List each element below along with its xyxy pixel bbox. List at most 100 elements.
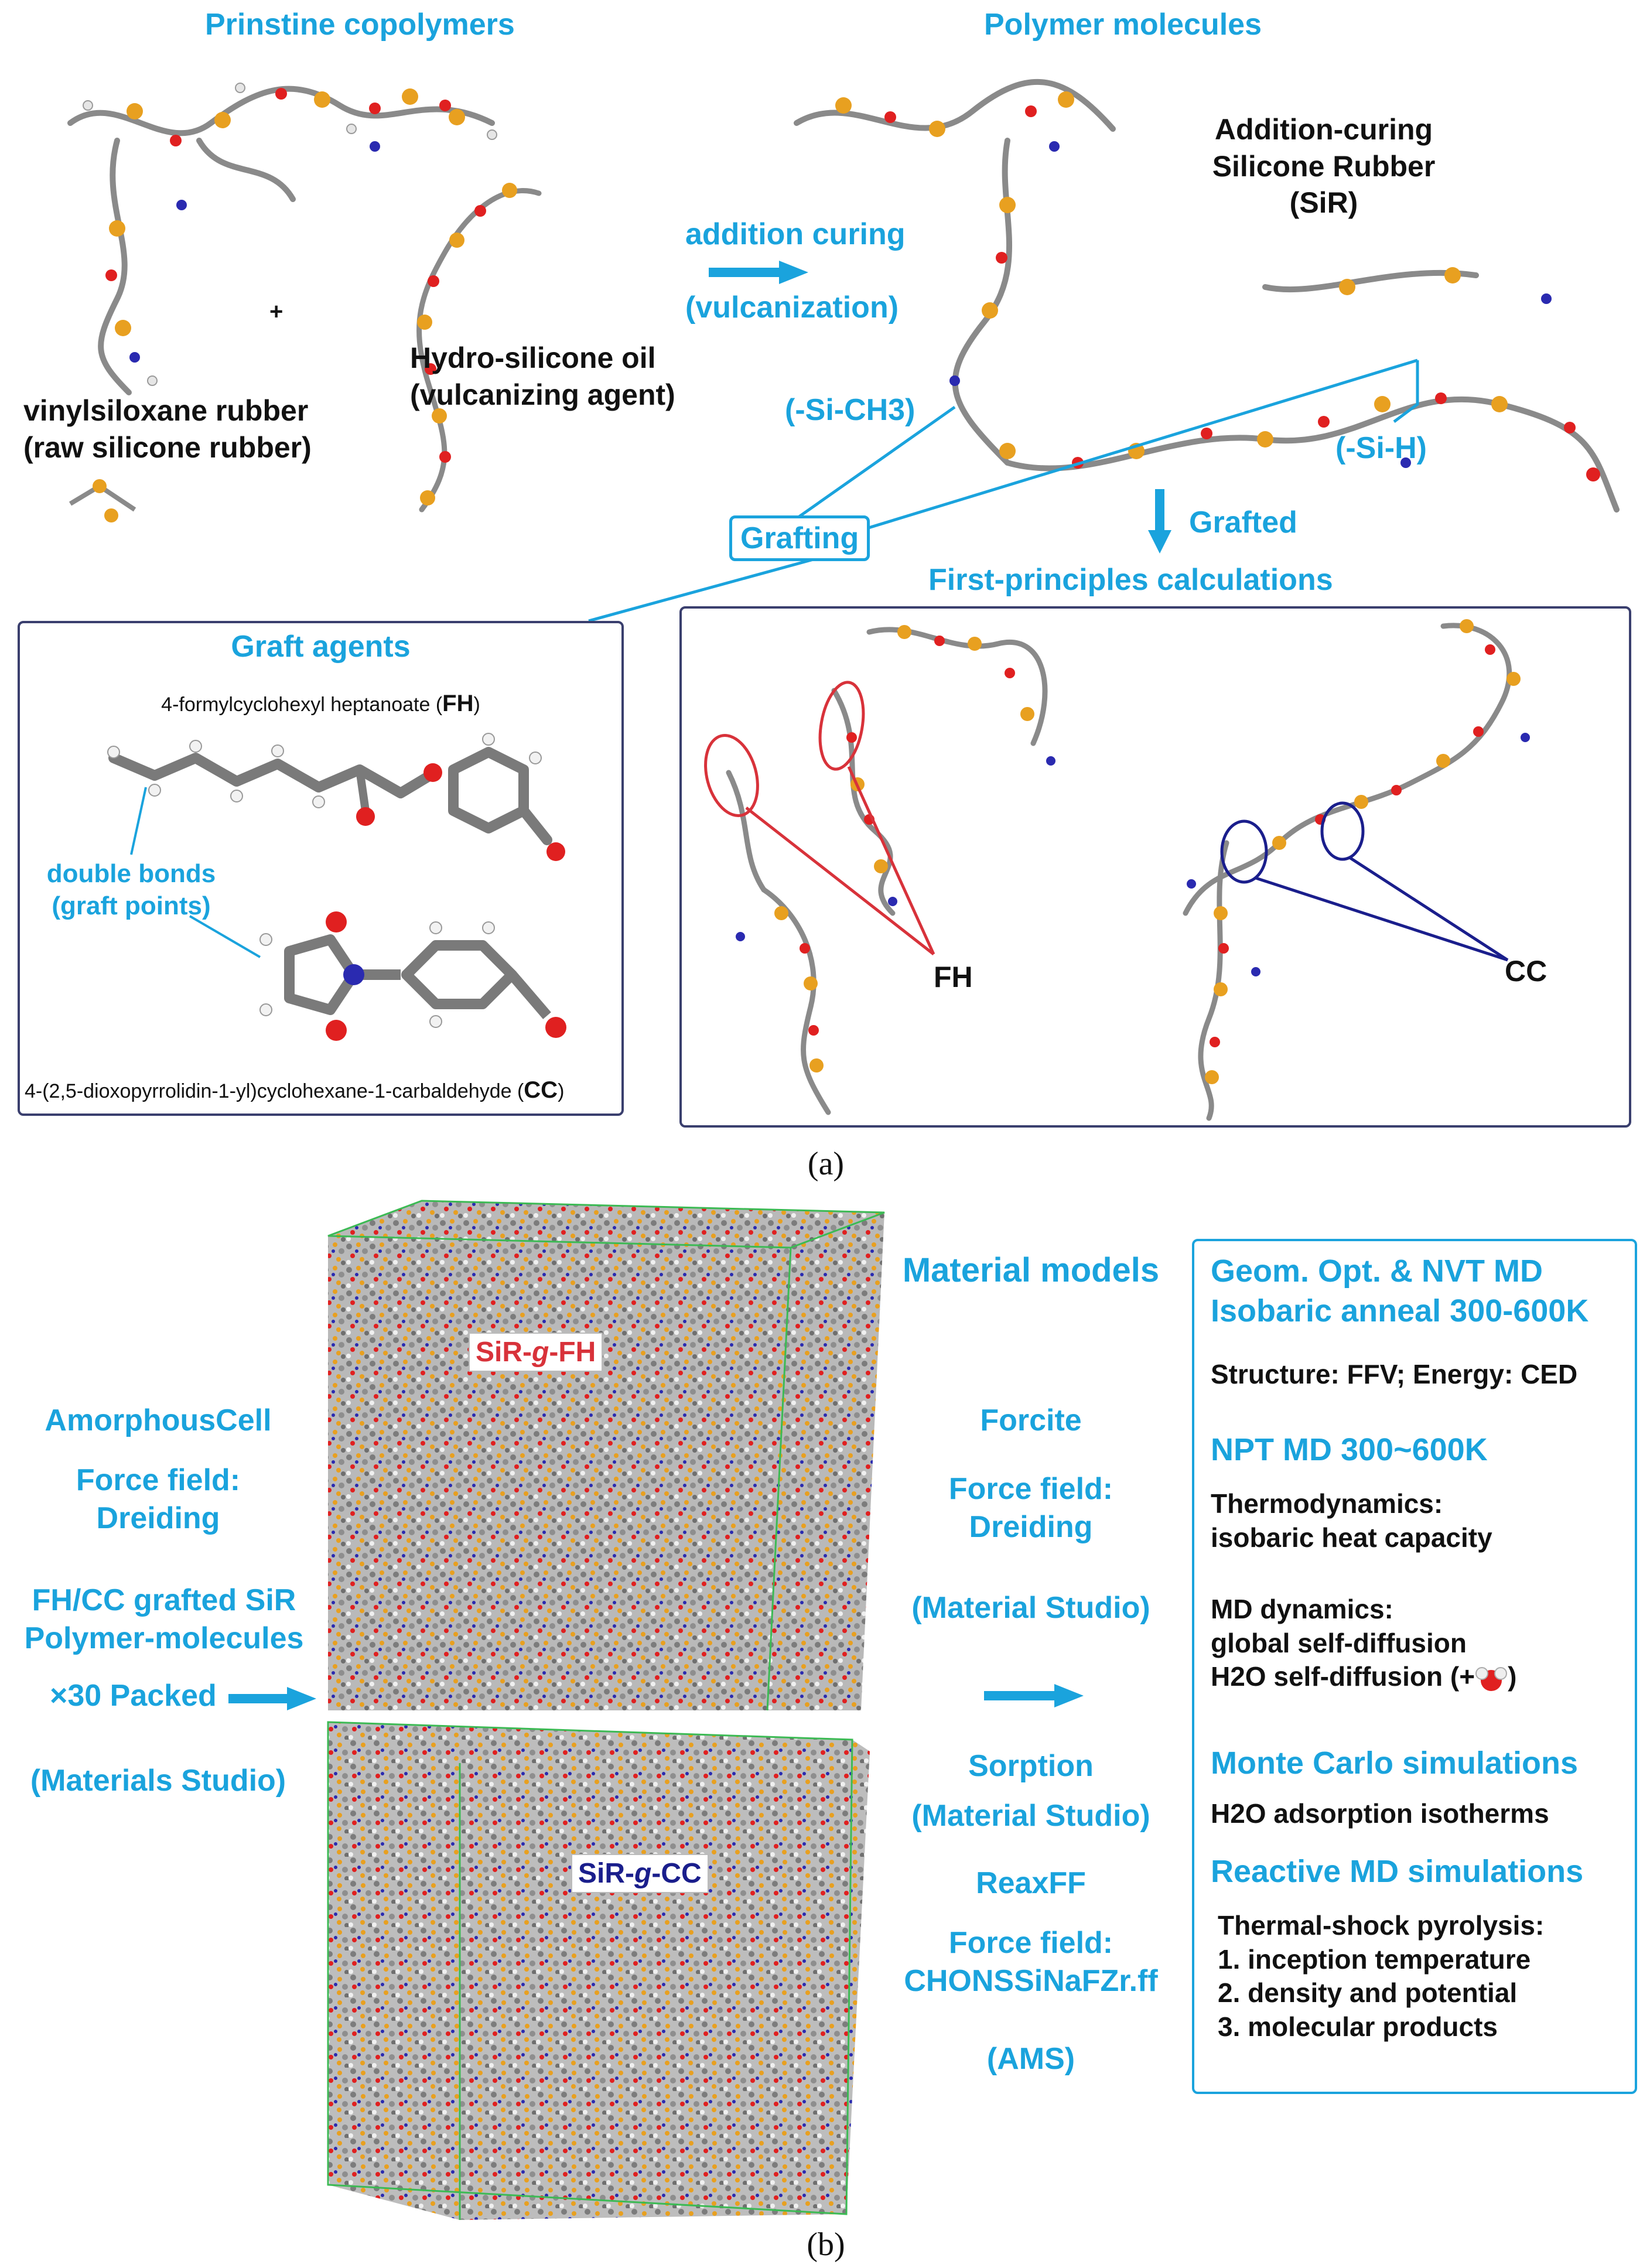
vinylsiloxane-molecule (67, 83, 497, 395)
double-bonds-line1: double bonds (46, 859, 216, 888)
methods-panel: Geom. Opt. & NVT MD Isobaric anneal 300-… (1192, 1239, 1637, 2094)
reaxff-forcefield-label: Force field: CHONSSiNaFZr.ff (861, 1924, 1201, 2000)
sir-g-fh-suffix: -FH (549, 1337, 596, 1368)
thermo-line1: Thermodynamics: (1211, 1488, 1443, 1519)
sir-g-fh-label: SiR-g-FH (469, 1333, 603, 1372)
sir-g-cc-molecule (1183, 619, 1530, 1121)
reaxff-ff-line2: CHONSSiNaFZr.ff (904, 1964, 1158, 1998)
sir-label: Addition-curing Silicone Rubber (SiR) (1171, 111, 1476, 221)
double-bonds-line2: (graft points) (52, 892, 211, 920)
grafted-sir-line1: FH/CC grafted SiR (32, 1583, 296, 1617)
vinylsiloxane-line2: (raw silicone rubber) (23, 431, 312, 464)
left-ff-line1: Force field: (76, 1463, 241, 1497)
sir-line1: Addition-curing (1214, 113, 1433, 146)
hydro-line2: (vulcanizing agent) (410, 378, 675, 411)
amorphouscell-label: AmorphousCell (45, 1403, 272, 1437)
sir-g-cc-g: g (634, 1858, 652, 1889)
grafted-label: Grafted (1189, 505, 1297, 539)
md-line2: global self-diffusion (1211, 1627, 1467, 1658)
pyrolysis-item-1: 1. inception temperature (1218, 1943, 1531, 1975)
fh-callout-label: FH (934, 961, 973, 993)
cc-fullname: 4-(2,5-dioxopyrrolidin-1-yl)cyclohexane-… (25, 1077, 564, 1104)
thermodynamics-text: Thermodynamics: isobaric heat capacity (1211, 1487, 1492, 1555)
right-arrow-icon (709, 261, 808, 284)
material-studio-2: (Material Studio) (911, 1799, 1150, 1833)
plus-sign: + (269, 299, 283, 325)
cc-molecule (259, 911, 566, 1041)
addition-curing-label: addition curing (685, 217, 906, 251)
water-molecule-icon (1475, 1666, 1508, 1691)
materials-studio-left: (Materials Studio) (30, 1764, 286, 1798)
sir-g-cc-suffix: -CC (651, 1858, 702, 1889)
sir-g-fh-g: g (532, 1337, 549, 1368)
sir-g-fh-prefix: SiR- (476, 1337, 532, 1368)
md-line3: H2O self-diffusion (+ ) (1211, 1660, 1516, 1694)
sir-g-fh-simulation-box (327, 1200, 885, 1711)
graft-agents-title: Graft agents (231, 630, 411, 664)
double-bond-pointers (130, 787, 261, 958)
caption-a: (a) (807, 1146, 845, 1182)
thermo-line2: isobaric heat capacity (1211, 1522, 1492, 1553)
packed-arrow-icon (228, 1687, 316, 1710)
vinylsiloxane-line1: vinylsiloxane rubber (23, 394, 309, 427)
grafted-sir-line2: Polymer-molecules (24, 1621, 304, 1655)
first-principles-frame: FH CC (679, 606, 1631, 1128)
sir-line2: Silicone Rubber (1212, 149, 1436, 183)
fh-fullname: 4-formylcyclohexyl heptanoate (FH) (20, 691, 621, 717)
sir-g-fh-molecule (704, 625, 1055, 1115)
sir-molecule (794, 78, 1620, 513)
title-prinstine-copolymers: Prinstine copolymers (205, 8, 515, 42)
grafting-connector-lines (588, 358, 1419, 623)
fh-fullname-abbr: FH (442, 691, 474, 716)
hydro-silicone-molecule (416, 183, 542, 513)
npt-heading: NPT MD 300~600K (1211, 1432, 1488, 1467)
sir-g-cc-simulation-box (327, 1721, 870, 2220)
material-models-label: Material models (902, 1251, 1160, 1289)
reaxff-ff-line1: Force field: (948, 1926, 1113, 1960)
left-forcefield-label: Force field: Dreiding (0, 1461, 316, 1538)
hydro-line1: Hydro-silicone oil (410, 341, 656, 374)
down-arrow-icon (1148, 489, 1171, 554)
caption-b: (b) (807, 2226, 845, 2263)
fh-fullname-prefix: 4-formylcyclohexyl heptanoate ( (161, 694, 443, 716)
first-principles-label: First-principles calculations (928, 563, 1333, 597)
cc-fullname-suffix: ) (558, 1080, 565, 1102)
grafting-box: Grafting (729, 515, 870, 561)
middle-forcefield-label: Force field: Dreiding (867, 1470, 1195, 1546)
cc-fullname-abbr: CC (524, 1077, 558, 1103)
reaxff-label: ReaxFF (976, 1866, 1086, 1900)
fh-fullname-suffix: ) (473, 694, 480, 716)
forcite-label: Forcite (980, 1403, 1082, 1437)
left-ff-line2: Dreiding (96, 1501, 220, 1535)
middle-ff-line1: Force field: (948, 1472, 1113, 1506)
material-studio-1: (Material Studio) (911, 1591, 1150, 1625)
sorption-label: Sorption (968, 1749, 1094, 1783)
structure-energy-text: Structure: FFV; Energy: CED (1211, 1359, 1578, 1389)
pyrolysis-list: Thermal-shock pyrolysis: 1. inception te… (1218, 1909, 1544, 2044)
grafted-sir-label: FH/CC grafted SiR Polymer-molecules (0, 1582, 328, 1658)
pyrolysis-title: Thermal-shock pyrolysis: (1218, 1910, 1545, 1941)
sir-line3: (SiR) (1289, 186, 1358, 219)
vinyl-fragment-molecule (69, 479, 136, 522)
reactive-md-heading: Reactive MD simulations (1211, 1854, 1584, 1889)
hydro-silicone-label: Hydro-silicone oil (vulcanizing agent) (410, 340, 675, 413)
sir-g-cc-label: SiR-g-CC (571, 1854, 709, 1893)
sir-g-cc-prefix: SiR- (578, 1858, 634, 1889)
pyrolysis-item-2: 2. density and potential (1218, 1977, 1518, 2008)
middle-arrow-icon (984, 1684, 1084, 1707)
md-dynamics-text: MD dynamics: global self-diffusion H2O s… (1211, 1593, 1516, 1694)
si-h-label: (-Si-H) (1335, 431, 1427, 465)
geom-line2: Isobaric anneal 300-600K (1211, 1293, 1589, 1328)
middle-ff-line2: Dreiding (969, 1510, 1093, 1544)
geom-line1: Geom. Opt. & NVT MD (1211, 1253, 1543, 1289)
monte-carlo-heading: Monte Carlo simulations (1211, 1746, 1579, 1781)
double-bonds-label: double bonds (graft points) (32, 858, 231, 922)
md-line1: MD dynamics: (1211, 1594, 1393, 1624)
vinylsiloxane-label: vinylsiloxane rubber (raw silicone rubbe… (23, 392, 312, 466)
ams-label: (AMS) (986, 2042, 1075, 2076)
graft-agents-frame: Graft agents 4-formylcyclohexyl heptanoa… (18, 621, 624, 1116)
si-ch3-label: (-Si-CH3) (785, 393, 915, 427)
pyrolysis-item-3: 3. molecular products (1218, 2011, 1498, 2042)
packed-label: ×30 Packed (50, 1679, 217, 1713)
geom-opt-heading: Geom. Opt. & NVT MD Isobaric anneal 300-… (1211, 1252, 1588, 1331)
